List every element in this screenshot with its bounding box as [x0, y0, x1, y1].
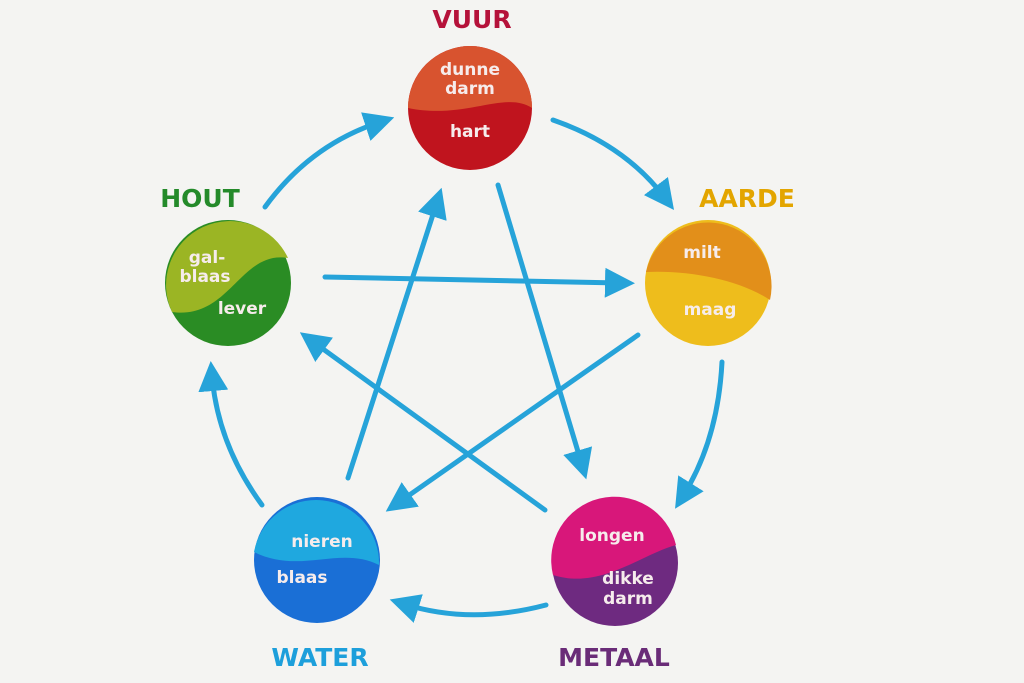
arrow-metaal-to-hout: [299, 332, 548, 513]
organ-label: milt: [683, 243, 721, 263]
arrow-hout-to-vuur: [262, 112, 395, 210]
element-label: HOUT: [160, 184, 240, 213]
element-hout: HOUT gal- blaas lever: [160, 184, 291, 346]
arrow-water-to-vuur: [345, 187, 447, 481]
arrow-vuur-to-aarde: [550, 117, 675, 210]
organ-label: blaas: [179, 267, 230, 287]
controlling-cycle-arrows: [299, 182, 641, 513]
organ-label: hart: [450, 122, 490, 142]
generating-cycle-arrows: [198, 112, 725, 623]
organ-label: longen: [579, 526, 644, 546]
arrow-hout-to-aarde: [322, 267, 635, 298]
organ-label: gal-: [189, 248, 226, 268]
element-label: AARDE: [699, 184, 795, 213]
organ-label: blaas: [276, 568, 327, 588]
element-label: VUUR: [432, 5, 511, 34]
element-metaal: METAAL longen dikke darm: [551, 496, 678, 672]
organ-label: nieren: [291, 532, 352, 552]
element-label: METAAL: [558, 643, 670, 672]
element-label: WATER: [271, 643, 368, 672]
element-aarde: AARDE milt maag: [645, 184, 795, 346]
element-water: WATER nieren blaas: [254, 497, 380, 672]
arrow-aarde-to-water: [385, 332, 641, 512]
organ-label: dunne: [440, 60, 500, 80]
organ-label: maag: [684, 300, 737, 320]
organ-label: lever: [218, 299, 267, 319]
arrow-water-to-hout: [198, 361, 265, 508]
element-vuur: VUUR dunne darm hart: [408, 5, 532, 170]
organ-label: darm: [603, 589, 653, 609]
arrow-aarde-to-metaal: [675, 359, 725, 509]
arrow-vuur-to-metaal: [495, 182, 593, 480]
organ-label: darm: [445, 79, 495, 99]
arrow-metaal-to-water: [389, 594, 549, 623]
organ-label: dikke: [602, 569, 654, 589]
